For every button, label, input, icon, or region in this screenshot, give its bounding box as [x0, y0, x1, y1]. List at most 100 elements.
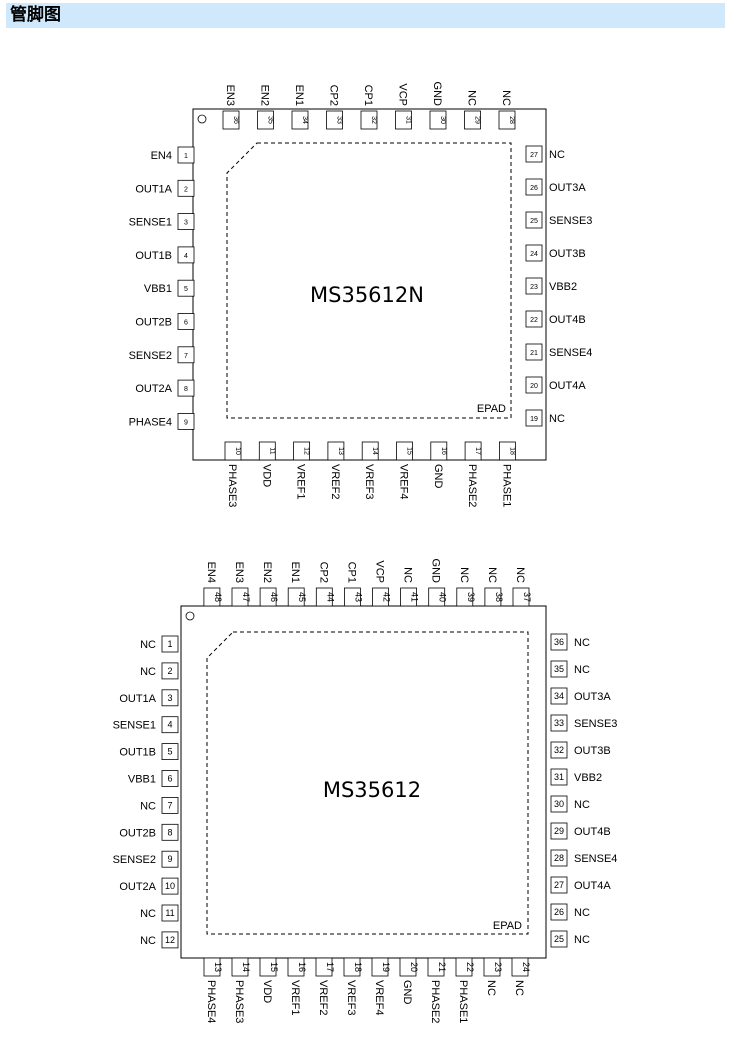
- pin-box: [427, 957, 445, 977]
- pin-name: OUT1A: [119, 693, 156, 705]
- pin-box: [550, 687, 568, 705]
- epad-label: EPAD: [493, 920, 522, 932]
- pin-box: [550, 633, 568, 651]
- pin-box: [498, 110, 516, 130]
- pin-name: VREF3: [363, 464, 375, 499]
- pin-name: GND: [431, 82, 443, 107]
- pin-name: OUT4B: [574, 826, 611, 838]
- pin-name: NC: [513, 980, 525, 996]
- pin-name: NC: [140, 800, 156, 812]
- pin-box: [428, 587, 446, 607]
- pin-name: OUT1B: [119, 747, 156, 759]
- pin-name: NC: [140, 908, 156, 920]
- pin-box: [525, 244, 543, 262]
- pin-number: 2: [184, 186, 188, 193]
- pin-box: [203, 957, 221, 977]
- pin-name: PHASE3: [233, 980, 245, 1023]
- pin-box: [550, 876, 568, 894]
- pin-number: 32: [554, 745, 564, 755]
- pin-box: [177, 179, 195, 197]
- pin-number: 9: [184, 419, 188, 426]
- pin-name: EN4: [151, 150, 172, 162]
- pin-box: [161, 770, 179, 787]
- pin-box: [550, 822, 568, 840]
- pin-box: [512, 587, 530, 607]
- pin1-marker: [197, 114, 207, 124]
- pin-number: 39: [466, 592, 476, 602]
- pin-number: 14: [371, 447, 378, 455]
- pin-5: 5 VBB1: [144, 279, 195, 297]
- pin-number: 12: [165, 935, 175, 945]
- pin-number: 31: [554, 772, 564, 782]
- chip-name: MS35612: [323, 778, 421, 802]
- pin-number: 10: [165, 881, 175, 891]
- pin-name: VBB2: [549, 281, 577, 293]
- pin-number: 1: [184, 153, 188, 160]
- pin-number: 17: [325, 962, 335, 972]
- pin-name: OUT3A: [549, 182, 586, 194]
- pin-number: 44: [325, 592, 335, 602]
- pin-name: NC: [140, 666, 156, 678]
- pin-number: 13: [337, 447, 344, 455]
- chip-name: MS35612N: [310, 283, 424, 307]
- pin-number: 35: [267, 116, 274, 124]
- pin-name: OUT4A: [574, 880, 611, 892]
- pin-name: SENSE2: [129, 350, 172, 362]
- pin-box: [177, 313, 195, 330]
- pin-number: 11: [165, 908, 174, 918]
- pin-box: [203, 587, 221, 607]
- pin-name: VREF4: [373, 980, 385, 1015]
- pin-number: 47: [241, 592, 251, 602]
- pin-name: VDD: [260, 464, 272, 487]
- pin-box: [231, 957, 249, 977]
- pin-box: [257, 110, 274, 130]
- pin-number: 22: [530, 317, 538, 324]
- pin-number: 22: [465, 962, 475, 972]
- pin-box: [550, 660, 568, 678]
- pin-name: VBB1: [144, 283, 172, 295]
- pin-7: 7 NC: [140, 797, 179, 814]
- pin-name: SENSE3: [574, 718, 617, 730]
- pin-box: [161, 716, 179, 734]
- pin-number: 7: [167, 800, 172, 810]
- pin-name: PHASE4: [205, 980, 217, 1023]
- pin-number: 25: [554, 934, 564, 944]
- pin-number: 3: [184, 220, 188, 227]
- pin-box: [326, 110, 343, 130]
- pin-box: [361, 441, 379, 461]
- pin-box: [177, 279, 195, 297]
- pin-name: OUT2B: [119, 827, 156, 839]
- pin-number: 38: [494, 592, 504, 602]
- pin-box: [525, 343, 543, 361]
- pin-box: [525, 211, 543, 229]
- pin-name: VREF4: [398, 464, 410, 499]
- pin-name: SENSE1: [129, 217, 172, 229]
- pin-number: 36: [554, 637, 564, 647]
- pin-box: [177, 412, 195, 430]
- pin-box: [399, 957, 417, 977]
- pin-number: 5: [184, 286, 188, 293]
- pin-name: NC: [486, 567, 498, 583]
- pin-name: OUT3B: [574, 745, 611, 757]
- pin-name: NC: [485, 980, 497, 996]
- pin-number: 11: [268, 447, 275, 454]
